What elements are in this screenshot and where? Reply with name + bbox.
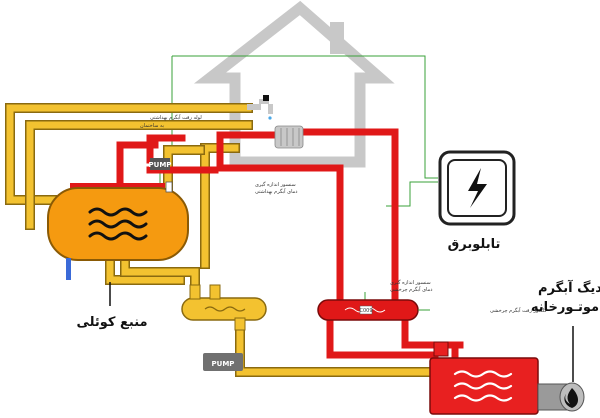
boiler-label-line1: دیگ آبگرم bbox=[538, 279, 600, 296]
pump-bottom[interactable]: PUMP bbox=[203, 353, 243, 371]
flame-icon bbox=[564, 388, 578, 408]
collector-label: کلکتور رفت آبگرم چرخشی bbox=[490, 307, 547, 314]
to-building-label: به ساختمان bbox=[140, 123, 164, 129]
radiator bbox=[274, 125, 304, 149]
boiler-heat-waves-icon bbox=[453, 370, 513, 402]
pump-bottom-label: PUMP bbox=[212, 360, 235, 368]
panel-label: تابلوبرق bbox=[448, 237, 501, 252]
sensor-right: سنسور اندازه گیری دمای آبگرم چرخشی bbox=[390, 279, 433, 293]
heat-waves-icon bbox=[88, 207, 148, 241]
coil-tank[interactable] bbox=[47, 183, 189, 280]
faucet bbox=[247, 95, 273, 120]
red-collector: C009 bbox=[317, 299, 419, 321]
yellow-pipes bbox=[5, 103, 440, 377]
yellow-collector bbox=[181, 284, 267, 331]
sensor-left-line2: دمای آبگرم بهداشتی bbox=[255, 188, 298, 195]
lightning-icon bbox=[468, 168, 487, 208]
hot-water-supply-label: لوله رفت آبگرم بهداشتی bbox=[150, 114, 202, 121]
sensor-left-line1: سنسور اندازه گیری bbox=[255, 181, 296, 188]
red-pipes bbox=[116, 128, 464, 362]
sensor-right-line2: دمای آبگرم چرخشی bbox=[390, 286, 433, 293]
pump-left-label: PUMP bbox=[149, 161, 172, 169]
sensor-right-line1: سنسور اندازه گیری bbox=[390, 279, 431, 286]
boiler[interactable] bbox=[429, 341, 585, 415]
collector-box-label: C009 bbox=[359, 308, 372, 314]
sensor-left: سنسور اندازه گیری دمای آبگرم بهداشتی bbox=[165, 181, 298, 195]
pump-left[interactable]: PUMP bbox=[149, 158, 172, 170]
boiler-label-line2: موتـورخانه bbox=[531, 300, 599, 315]
tank-label: منبع کوئلی bbox=[76, 315, 147, 330]
electric-panel[interactable] bbox=[438, 150, 516, 226]
house-outline bbox=[193, 0, 395, 168]
